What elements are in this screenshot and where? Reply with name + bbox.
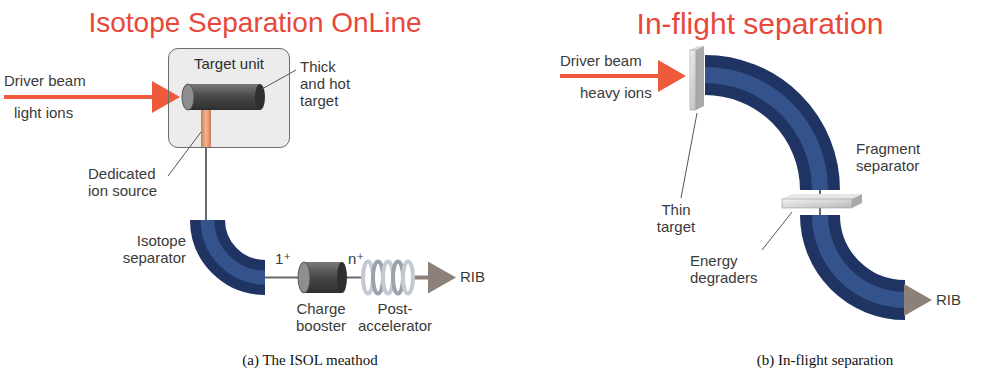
- beam-label: Driver beam: [560, 52, 670, 69]
- caption: (b) In-flight separation: [700, 352, 950, 369]
- rib-arrow: [905, 298, 928, 302]
- caption: (a) The ISOL meathod: [190, 352, 430, 369]
- panel-title: Isotope Separation OnLine: [80, 6, 430, 40]
- part-label: Charge booster: [286, 300, 356, 334]
- thick-target: [188, 84, 260, 110]
- leader-line: [168, 132, 201, 176]
- charge-state: 1⁺: [275, 250, 299, 267]
- post-accelerator: [363, 262, 413, 294]
- beam-label: heavy ions: [580, 84, 680, 101]
- driver-beam-arrow: [560, 74, 682, 78]
- isotope-separator: [208, 220, 266, 278]
- part-label: Thin target: [644, 201, 708, 235]
- target-unit-fill: [168, 48, 290, 148]
- accelerator-ring: [403, 262, 413, 294]
- leader-line: [681, 113, 792, 250]
- ion-source: [201, 110, 211, 148]
- part-label: Post-accelerator: [352, 300, 438, 334]
- part-label: Thick and hot target: [300, 58, 362, 109]
- beam-line: [412, 276, 452, 280]
- charge-state: n⁺: [348, 250, 370, 267]
- thick-target: [182, 84, 194, 110]
- panel-title: In-flight separation: [610, 6, 910, 42]
- rib-arrow: [905, 300, 928, 301]
- fragment-separator: [705, 75, 820, 190]
- beam-line: [265, 277, 452, 278]
- driver-beam-arrow: [4, 95, 176, 99]
- charge-booster: [337, 262, 347, 293]
- part-label: Energy degraders: [690, 252, 770, 286]
- driver-beam-arrow: [4, 97, 176, 98]
- fragment-separator: [705, 75, 820, 190]
- target-unit-box: Target unit: [168, 48, 290, 148]
- beam-label: Driver beam: [4, 72, 114, 89]
- thin-target: [690, 50, 696, 110]
- beam-label: RIB: [936, 291, 978, 308]
- fragment-separator: [820, 215, 905, 300]
- isotope-separator: [208, 220, 266, 278]
- beam-label: light ions: [14, 104, 104, 121]
- part-label: Fragment separator: [856, 140, 946, 174]
- part-label: Dedicated ion source: [88, 165, 168, 199]
- thick-target: [182, 84, 265, 110]
- beam-label: RIB: [460, 268, 500, 285]
- energy-degrader: [852, 194, 862, 208]
- energy-degrader: [782, 194, 862, 208]
- energy-degrader: [782, 194, 862, 199]
- leader-line: [762, 212, 792, 250]
- energy-degrader: [782, 199, 852, 208]
- fragment-separator: [820, 215, 905, 300]
- ion-source: [205, 148, 207, 221]
- leader-line: [262, 70, 296, 89]
- thin-target: [696, 46, 704, 110]
- part-label: Isotope separator: [106, 232, 186, 266]
- isotope-separator: [208, 220, 266, 278]
- thin-target: [690, 46, 704, 110]
- leader-line: [168, 70, 296, 176]
- leader-line: [681, 113, 697, 198]
- ion-source: [201, 110, 211, 221]
- charge-booster: [298, 262, 347, 293]
- charge-booster: [298, 262, 310, 293]
- target-unit-fill: [168, 48, 290, 148]
- box-heading: Target unit: [169, 49, 289, 72]
- driver-beam-arrow: [560, 76, 682, 77]
